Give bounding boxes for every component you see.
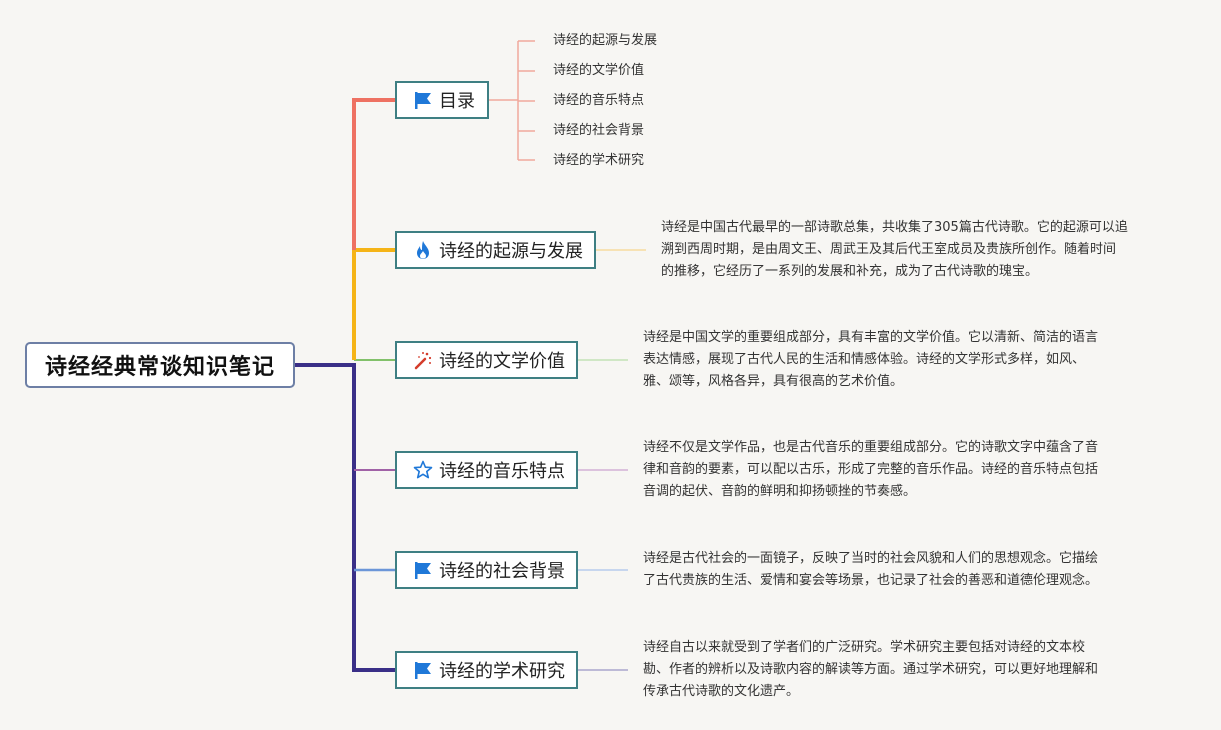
toc-item[interactable]: 诗经的文学价值 <box>553 63 645 78</box>
note-line: 雅、颂等，风格各异，具有很高的艺术价值。 <box>643 374 904 389</box>
topic-label: 诗经的起源与发展 <box>439 241 583 262</box>
topic-origin[interactable]: 诗经的起源与发展 <box>395 231 596 269</box>
root-topic[interactable]: 诗经经典常谈知识笔记 <box>25 342 295 388</box>
note-line: 律和音韵的要素，可以配以古乐，形成了完整的音乐作品。诗经的音乐特点包括 <box>643 462 1099 477</box>
topic-toc[interactable]: 目录 <box>395 81 489 119</box>
topic-label: 诗经的文学价值 <box>439 351 565 372</box>
magic-wand-icon <box>413 350 433 370</box>
note-society[interactable]: 诗经是古代社会的一面镜子，反映了当时的社会风貌和人们的思想观念。它描绘 了古代贵… <box>643 548 1098 592</box>
fire-icon <box>413 240 433 260</box>
toc-item[interactable]: 诗经的音乐特点 <box>553 93 645 108</box>
toc-item[interactable]: 诗经的学术研究 <box>553 153 645 168</box>
flag-icon <box>413 90 433 110</box>
flag-icon <box>413 560 433 580</box>
toc-connector <box>489 40 535 161</box>
topic-label: 目录 <box>439 91 475 112</box>
note-line: 诗经不仅是文学作品，也是古代音乐的重要组成部分。它的诗歌文字中蕴含了音 <box>643 440 1099 455</box>
root-title: 诗经经典常谈知识笔记 <box>44 355 275 380</box>
note-line: 诗经是中国文学的重要组成部分，具有丰富的文学价值。它以清新、简洁的语言 <box>643 330 1099 345</box>
flag-icon <box>413 660 433 680</box>
note-line: 诗经是古代社会的一面镜子，反映了当时的社会风貌和人们的思想观念。它描绘 <box>643 551 1099 566</box>
note-origin[interactable]: 诗经是中国古代最早的一部诗歌总集，共收集了305篇古代诗歌。它的起源可以追 溯到… <box>661 217 1128 283</box>
branch-line-research <box>295 363 395 672</box>
note-line: 诗经自古以来就受到了学者们的广泛研究。学术研究主要包括对诗经的文本校 <box>643 640 1086 655</box>
topic-society[interactable]: 诗经的社会背景 <box>395 551 578 589</box>
note-music[interactable]: 诗经不仅是文学作品，也是古代音乐的重要组成部分。它的诗歌文字中蕴含了音 律和音韵… <box>643 437 1098 503</box>
note-line: 传承古代诗歌的文化遗产。 <box>643 684 800 699</box>
topic-research[interactable]: 诗经的学术研究 <box>395 651 578 689</box>
note-line: 诗经是中国古代最早的一部诗歌总集，共收集了305篇古代诗歌。它的起源可以追 <box>661 220 1128 235</box>
topic-music[interactable]: 诗经的音乐特点 <box>395 451 578 489</box>
note-line: 勘、作者的辨析以及诗歌内容的解读等方面。通过学术研究，可以更好地理解和 <box>643 662 1099 677</box>
topic-label: 诗经的社会背景 <box>439 561 565 582</box>
note-line: 溯到西周时期，是由周文王、周武王及其后代王室成员及贵族所创作。随着时间 <box>661 242 1117 257</box>
branch-line-origin <box>352 248 395 360</box>
branch-line-toc <box>352 98 395 250</box>
toc-item[interactable]: 诗经的起源与发展 <box>553 33 658 48</box>
note-literary-value[interactable]: 诗经是中国文学的重要组成部分，具有丰富的文学价值。它以清新、简洁的语言 表达情感… <box>643 327 1098 393</box>
note-line: 音调的起伏、音韵的鲜明和抑扬顿挫的节奏感。 <box>643 484 917 499</box>
note-line: 的推移，它经历了一系列的发展和补充，成为了古代诗歌的瑰宝。 <box>661 264 1039 279</box>
note-line: 了古代贵族的生活、爱情和宴会等场景，也记录了社会的善恶和道德伦理观念。 <box>643 573 1099 588</box>
topic-label: 诗经的音乐特点 <box>439 461 565 482</box>
note-research[interactable]: 诗经自古以来就受到了学者们的广泛研究。学术研究主要包括对诗经的文本校 勘、作者的… <box>643 637 1098 703</box>
toc-item[interactable]: 诗经的社会背景 <box>553 123 645 138</box>
note-line: 表达情感，展现了古代人民的生活和情感体验。诗经的文学形式多样，如风、 <box>643 352 1086 367</box>
star-icon <box>413 460 433 480</box>
topic-label: 诗经的学术研究 <box>439 661 565 682</box>
topic-literary-value[interactable]: 诗经的文学价值 <box>395 341 578 379</box>
